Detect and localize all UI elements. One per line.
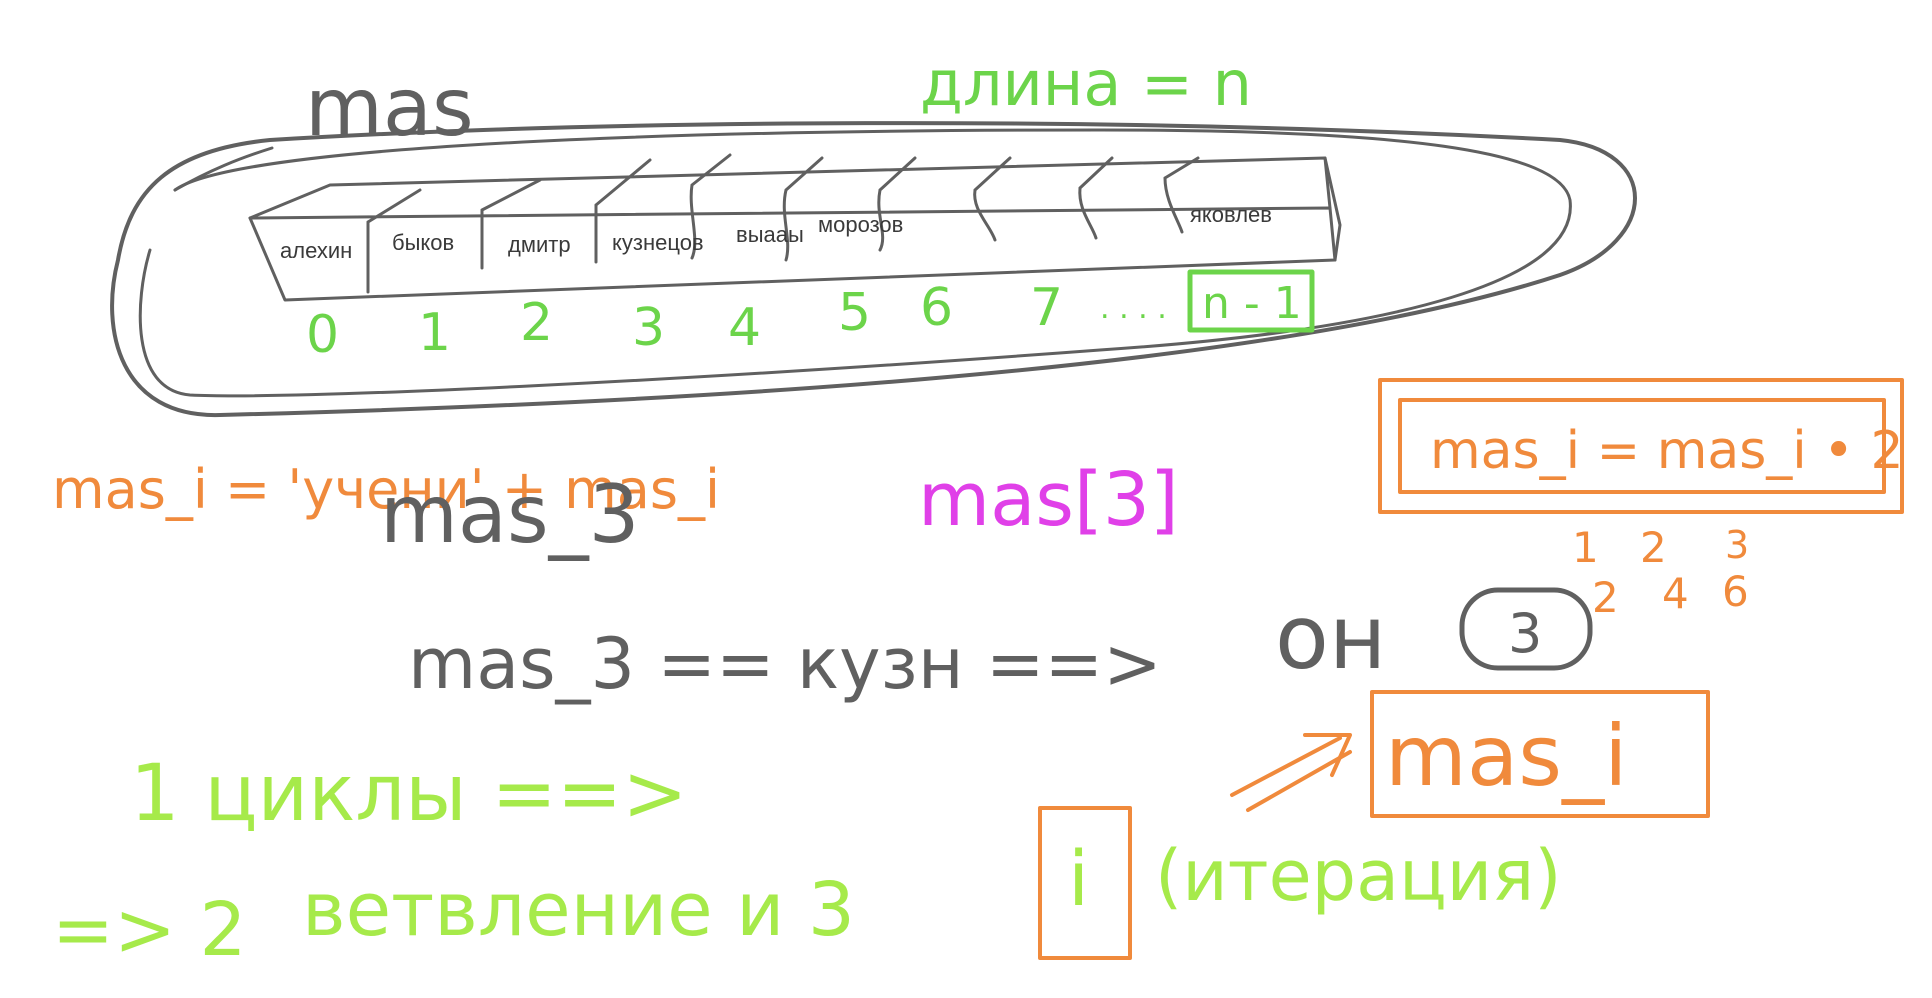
loops-line: 1 циклы ==>	[130, 749, 688, 839]
array-index: 0	[306, 305, 339, 365]
mas-3-label: mas_3	[380, 468, 640, 561]
array-index: 1	[418, 303, 451, 363]
array-cells: алехин быков дмитр кузнецов выааы морозо…	[280, 202, 1272, 263]
iteration-variable-box: i	[1038, 806, 1132, 960]
he-label: он	[1275, 586, 1386, 689]
concat-formula: mas_i = 'учени' + mas_i	[52, 458, 720, 521]
array-cell[interactable]: выааы	[736, 222, 804, 247]
array-box	[173, 146, 1342, 302]
circled-number-text: 3	[1508, 602, 1542, 665]
arrow-to-mas-i	[1230, 733, 1352, 812]
mas-bracket-label: mas[3]	[918, 457, 1179, 543]
array-cell-dividers	[366, 153, 1200, 294]
array-cell[interactable]: алехин	[280, 238, 352, 263]
iteration-label: (итерация)	[1155, 835, 1562, 917]
boxed-formula-text: mas_i = mas_i • 2	[1430, 421, 1904, 481]
mas-i-box: mas_i	[1370, 690, 1710, 818]
array-index: 2	[520, 293, 553, 353]
sequence-top: 2	[1640, 523, 1667, 572]
sequence-bottom: 2	[1592, 573, 1619, 622]
sequence-top: 3	[1725, 523, 1749, 567]
boxed-formula: mas_i = mas_i • 2	[1378, 378, 1904, 514]
array-indices: 0 1 2 3 4 5 6 7 . . . . n - 1	[306, 269, 1315, 365]
array-cell[interactable]: дмитр	[508, 232, 571, 257]
array-index-last: n - 1	[1202, 278, 1302, 329]
branching-line: ветвление и 3	[302, 867, 855, 953]
circled-number: 3	[1459, 587, 1593, 671]
array-cell[interactable]: яковлев	[1190, 202, 1272, 227]
array-index: 5	[838, 283, 871, 343]
array-index: 3	[632, 298, 665, 358]
array-name-label: mas	[305, 61, 474, 154]
iteration-variable: i	[1068, 834, 1089, 923]
array-cell[interactable]: кузнецов	[612, 230, 704, 255]
array-index-ellipsis: . . . .	[1100, 291, 1167, 326]
line2-prefix: => 2	[52, 887, 247, 973]
array-index: 7	[1030, 278, 1063, 338]
array-index: 4	[728, 298, 761, 358]
sequence-top: 1	[1572, 523, 1599, 572]
sequence-bottom: 4	[1662, 569, 1689, 618]
array-index: 6	[920, 278, 953, 338]
comparison-text: mas_3 == кузн ==>	[408, 623, 1162, 705]
array-cell[interactable]: быков	[392, 230, 454, 255]
doubling-sequence: 1 2 3 2 4 6	[1572, 523, 1749, 622]
sequence-bottom: 6	[1722, 567, 1749, 616]
last-index-box	[1187, 269, 1315, 333]
mas-i-text: mas_i	[1385, 707, 1627, 805]
array-cell[interactable]: морозов	[818, 212, 903, 237]
array-capsule-outline	[110, 121, 1637, 418]
array-length-label: длина = n	[920, 47, 1252, 120]
